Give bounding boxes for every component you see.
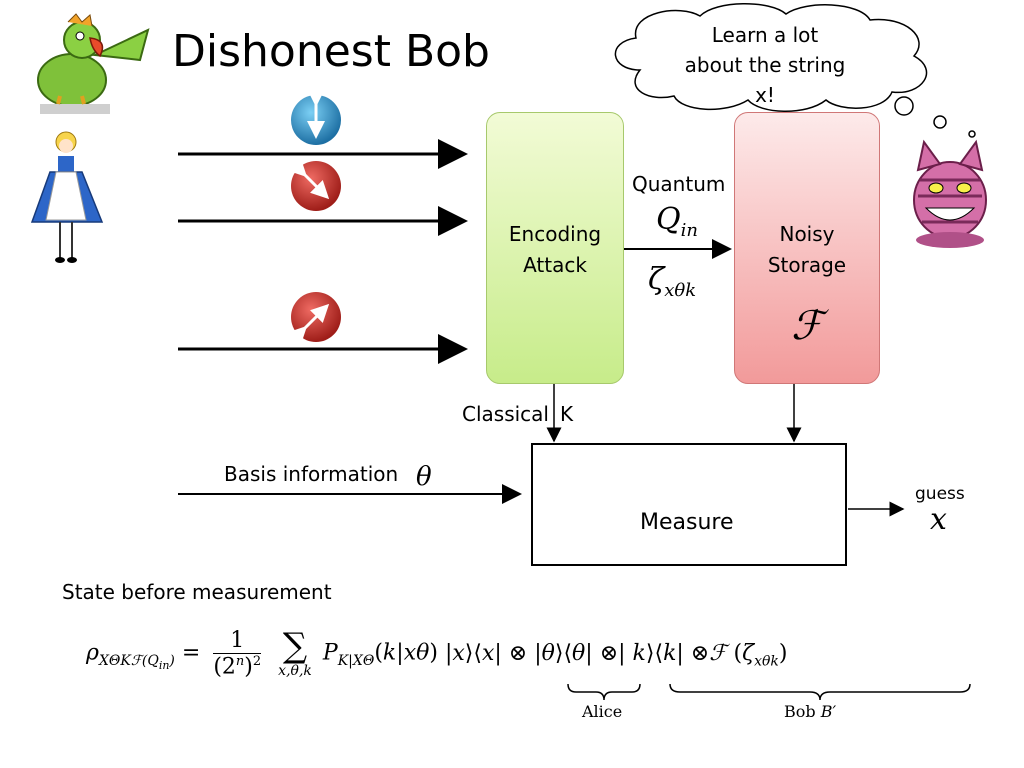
state-formula: ρXΘKℱ(Qin) = 1 (2n)2 ∑ x,θ,k PK|XΘ(k|xθ)…	[86, 625, 788, 680]
diagonal-arrow-icon	[288, 158, 341, 211]
alice-brace	[567, 683, 641, 701]
alice-icon	[30, 131, 104, 263]
slide-title: Dishonest Bob	[172, 26, 490, 77]
measure-label: Measure	[640, 510, 734, 535]
k-label: K	[560, 402, 574, 426]
storage-channel-symbol: ℱ	[791, 303, 823, 349]
classical-label: Classical	[462, 402, 549, 426]
vertical-arrow-icon	[291, 89, 341, 145]
parrot-icon	[37, 13, 150, 114]
encoding-attack-box: Encoding Attack	[486, 112, 624, 384]
cheshire-cat-icon	[913, 139, 987, 248]
encoding-attack-label: Encoding Attack	[508, 222, 602, 277]
noisy-storage-label: Noisy Storage	[767, 222, 847, 277]
state-caption: State before measurement	[62, 580, 332, 604]
thought-text: Learn a lot about the string x!	[684, 23, 846, 107]
alice-brace-label: Alice	[582, 702, 623, 721]
guess-x-symbol: x	[930, 502, 947, 537]
bob-brace	[669, 683, 971, 701]
measure-box	[531, 443, 847, 566]
basis-information-label: Basis information	[224, 462, 399, 486]
zeta-symbol: ζxθk	[648, 262, 697, 301]
antidiagonal-arrow-icon	[288, 292, 341, 345]
q-in-symbol: Qin	[656, 202, 698, 241]
bob-brace-label: Bob B′	[784, 702, 837, 721]
noisy-storage-box: Noisy Storage ℱ	[734, 112, 880, 384]
quantum-label: Quantum	[632, 172, 726, 196]
guess-label: guess	[915, 484, 965, 504]
theta-symbol: θ	[416, 462, 432, 492]
thought-cloud-icon	[614, 3, 976, 138]
